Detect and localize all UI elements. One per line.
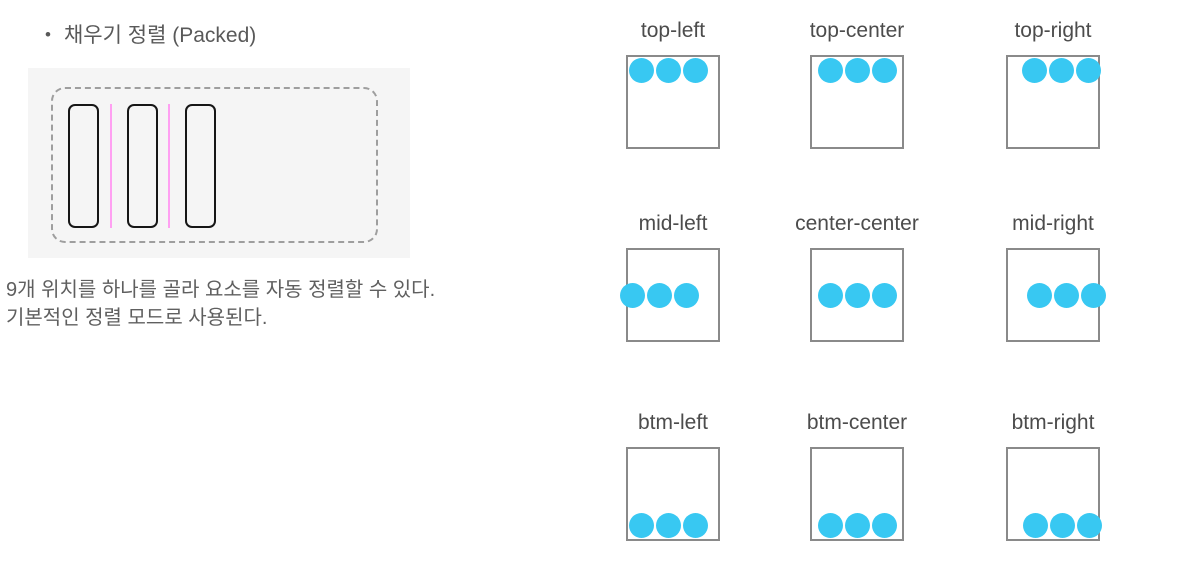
dot [844, 58, 870, 83]
dot [683, 58, 708, 83]
dot [1077, 513, 1102, 538]
alignment-cell-label: btm-center [806, 411, 908, 434]
alignment-cell-label: btm-left [637, 411, 709, 434]
dot-row [620, 282, 699, 308]
description-text: 9개 위치를 하나를 골라 요소를 자동 정렬할 수 있다. 기본적인 정렬 모… [6, 276, 435, 332]
bullet-icon: • [45, 24, 51, 44]
dot [871, 58, 897, 83]
dot [844, 513, 870, 538]
alignment-cell-label: top-left [640, 19, 706, 42]
packed-alignment-heading: • 채우기 정렬 (Packed) [45, 19, 256, 49]
layout-item-bar [127, 104, 158, 228]
dot-row [629, 513, 708, 538]
dot [656, 58, 681, 83]
description-line: 기본적인 정렬 모드로 사용된다. [6, 307, 268, 329]
dot [817, 513, 843, 538]
alignment-box [1006, 248, 1106, 342]
layout-item-bar [185, 104, 216, 228]
alignment-box [810, 55, 904, 149]
dot-row [1027, 282, 1106, 308]
dot [871, 282, 897, 308]
dot-row [629, 58, 708, 83]
alignment-box [810, 447, 904, 541]
alignment-box [626, 55, 720, 149]
dot [629, 58, 654, 83]
alignment-cell-btm-left: btm-left [626, 411, 720, 541]
alignment-cell-mid-left: mid-left [620, 212, 720, 342]
dot [620, 282, 645, 308]
alignment-cell-center-center: center-center [795, 212, 919, 342]
spacing-indicator-line [110, 104, 112, 228]
alignment-cell-label: top-center [809, 19, 905, 42]
alignment-box [810, 248, 904, 342]
dot [1049, 58, 1074, 83]
dot [1050, 513, 1075, 538]
dot [656, 513, 681, 538]
heading-text: 채우기 정렬 (Packed) [63, 24, 257, 47]
alignment-cell-top-center: top-center [810, 19, 904, 149]
description-line: 9개 위치를 하나를 골라 요소를 자동 정렬할 수 있다. [6, 279, 436, 301]
packed-diagram-panel [28, 68, 410, 258]
dot [1076, 58, 1101, 83]
spacing-indicator-line [168, 104, 170, 228]
alignment-cell-label: mid-left [638, 212, 708, 235]
dot-row [1022, 58, 1101, 83]
dot [871, 513, 897, 538]
dot [683, 513, 708, 538]
dot-row [817, 513, 897, 538]
dot [817, 58, 843, 83]
alignment-cell-label: btm-right [1011, 411, 1095, 434]
alignment-cell-btm-right: btm-right [1006, 411, 1102, 541]
dot-row [1023, 513, 1102, 538]
dot [844, 282, 870, 308]
dot [629, 513, 654, 538]
dot [674, 282, 699, 308]
dot-row [817, 58, 897, 83]
alignment-box [626, 447, 720, 541]
alignment-cell-btm-center: btm-center [807, 411, 907, 541]
dot-row [817, 282, 897, 308]
dot [1081, 282, 1106, 308]
dot [1054, 282, 1079, 308]
alignment-cell-top-right: top-right [1006, 19, 1101, 149]
alignment-box [620, 248, 720, 342]
dot [817, 282, 843, 308]
alignment-cell-top-left: top-left [626, 19, 720, 149]
alignment-box [1006, 447, 1102, 541]
alignment-cell-mid-right: mid-right [1006, 212, 1106, 342]
dot [647, 282, 672, 308]
auto-layout-frame [51, 87, 378, 243]
alignment-cell-label: mid-right [1012, 212, 1094, 235]
dot [1027, 282, 1052, 308]
alignment-cell-label: top-right [1014, 19, 1092, 42]
dot [1023, 513, 1048, 538]
alignment-box [1006, 55, 1101, 149]
dot [1022, 58, 1047, 83]
layout-item-bar [68, 104, 99, 228]
alignment-cell-label: center-center [795, 212, 919, 235]
